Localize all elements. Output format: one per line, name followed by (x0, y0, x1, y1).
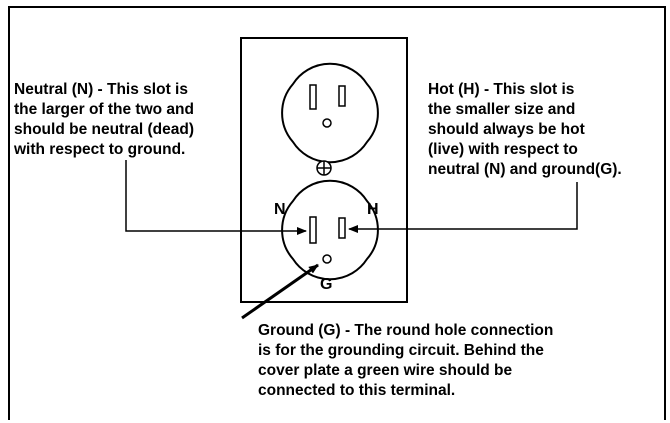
neutral-slot (309, 216, 317, 244)
hot-label: Hot (H) - This slot is the smaller size … (428, 81, 622, 178)
center-screw (316, 160, 332, 176)
upper-receptacle (281, 62, 379, 164)
hot-slot (338, 217, 346, 239)
upper-hot-slot (338, 85, 346, 107)
ground-hole (322, 254, 332, 264)
ground-label: Ground (G) - The round hole connection i… (258, 322, 554, 399)
neutral-letter: N (274, 201, 286, 218)
ground-letter: G (320, 276, 333, 293)
lower-receptacle (281, 179, 379, 281)
neutral-label: Neutral (N) - This slot is the larger of… (14, 81, 194, 158)
neutral-pointer (125, 160, 307, 235)
hot-pointer (348, 182, 578, 233)
upper-ground-hole (322, 118, 332, 128)
ground-pointer (241, 263, 319, 320)
figure-frame (8, 6, 666, 420)
upper-neutral-slot (309, 84, 317, 110)
hot-letter: H (367, 201, 379, 218)
